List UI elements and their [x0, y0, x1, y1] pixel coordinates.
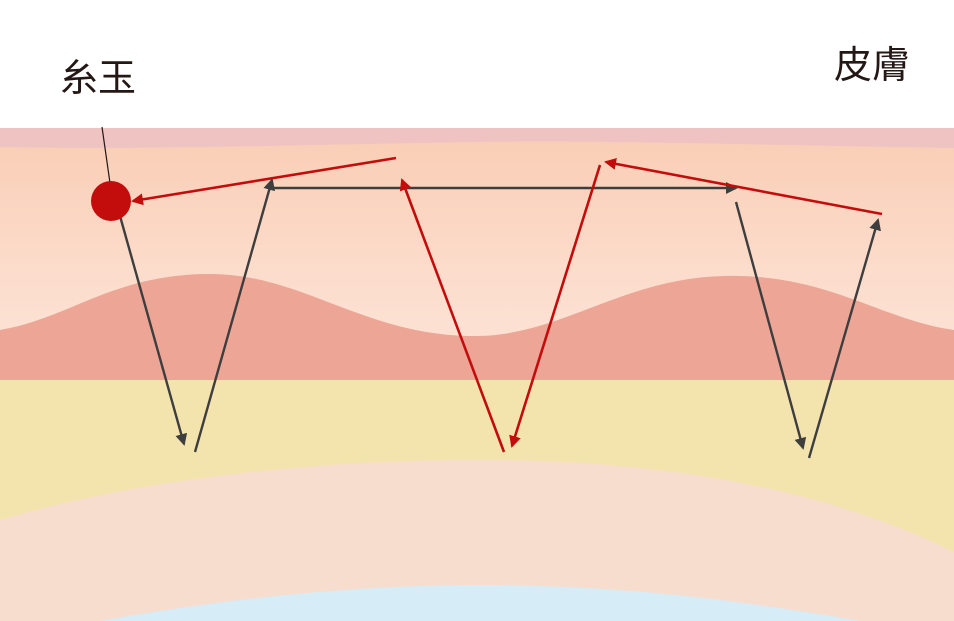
red-suture-top	[604, 157, 883, 216]
skin-label: 皮膚	[834, 43, 910, 87]
dark-suture-down-1	[118, 215, 188, 446]
red-suture-up	[399, 178, 506, 453]
thread-knot-leader-line	[101, 126, 111, 184]
suture-path-red	[131, 156, 883, 453]
red-suture-down	[509, 164, 602, 448]
dark-suture-down-2	[734, 201, 807, 450]
dark-suture-up-2	[807, 218, 881, 459]
suture-path-dark	[118, 178, 881, 459]
dark-suture-up-1	[193, 178, 276, 453]
fascia-layer	[0, 459, 954, 621]
red-suture-entry	[131, 156, 397, 206]
thread-knot-ball	[91, 181, 131, 221]
thread-knot-label: 糸玉	[60, 56, 136, 100]
skin-layers	[0, 128, 954, 621]
muscle-layer	[100, 585, 860, 621]
epidermis-top-band	[0, 128, 954, 148]
